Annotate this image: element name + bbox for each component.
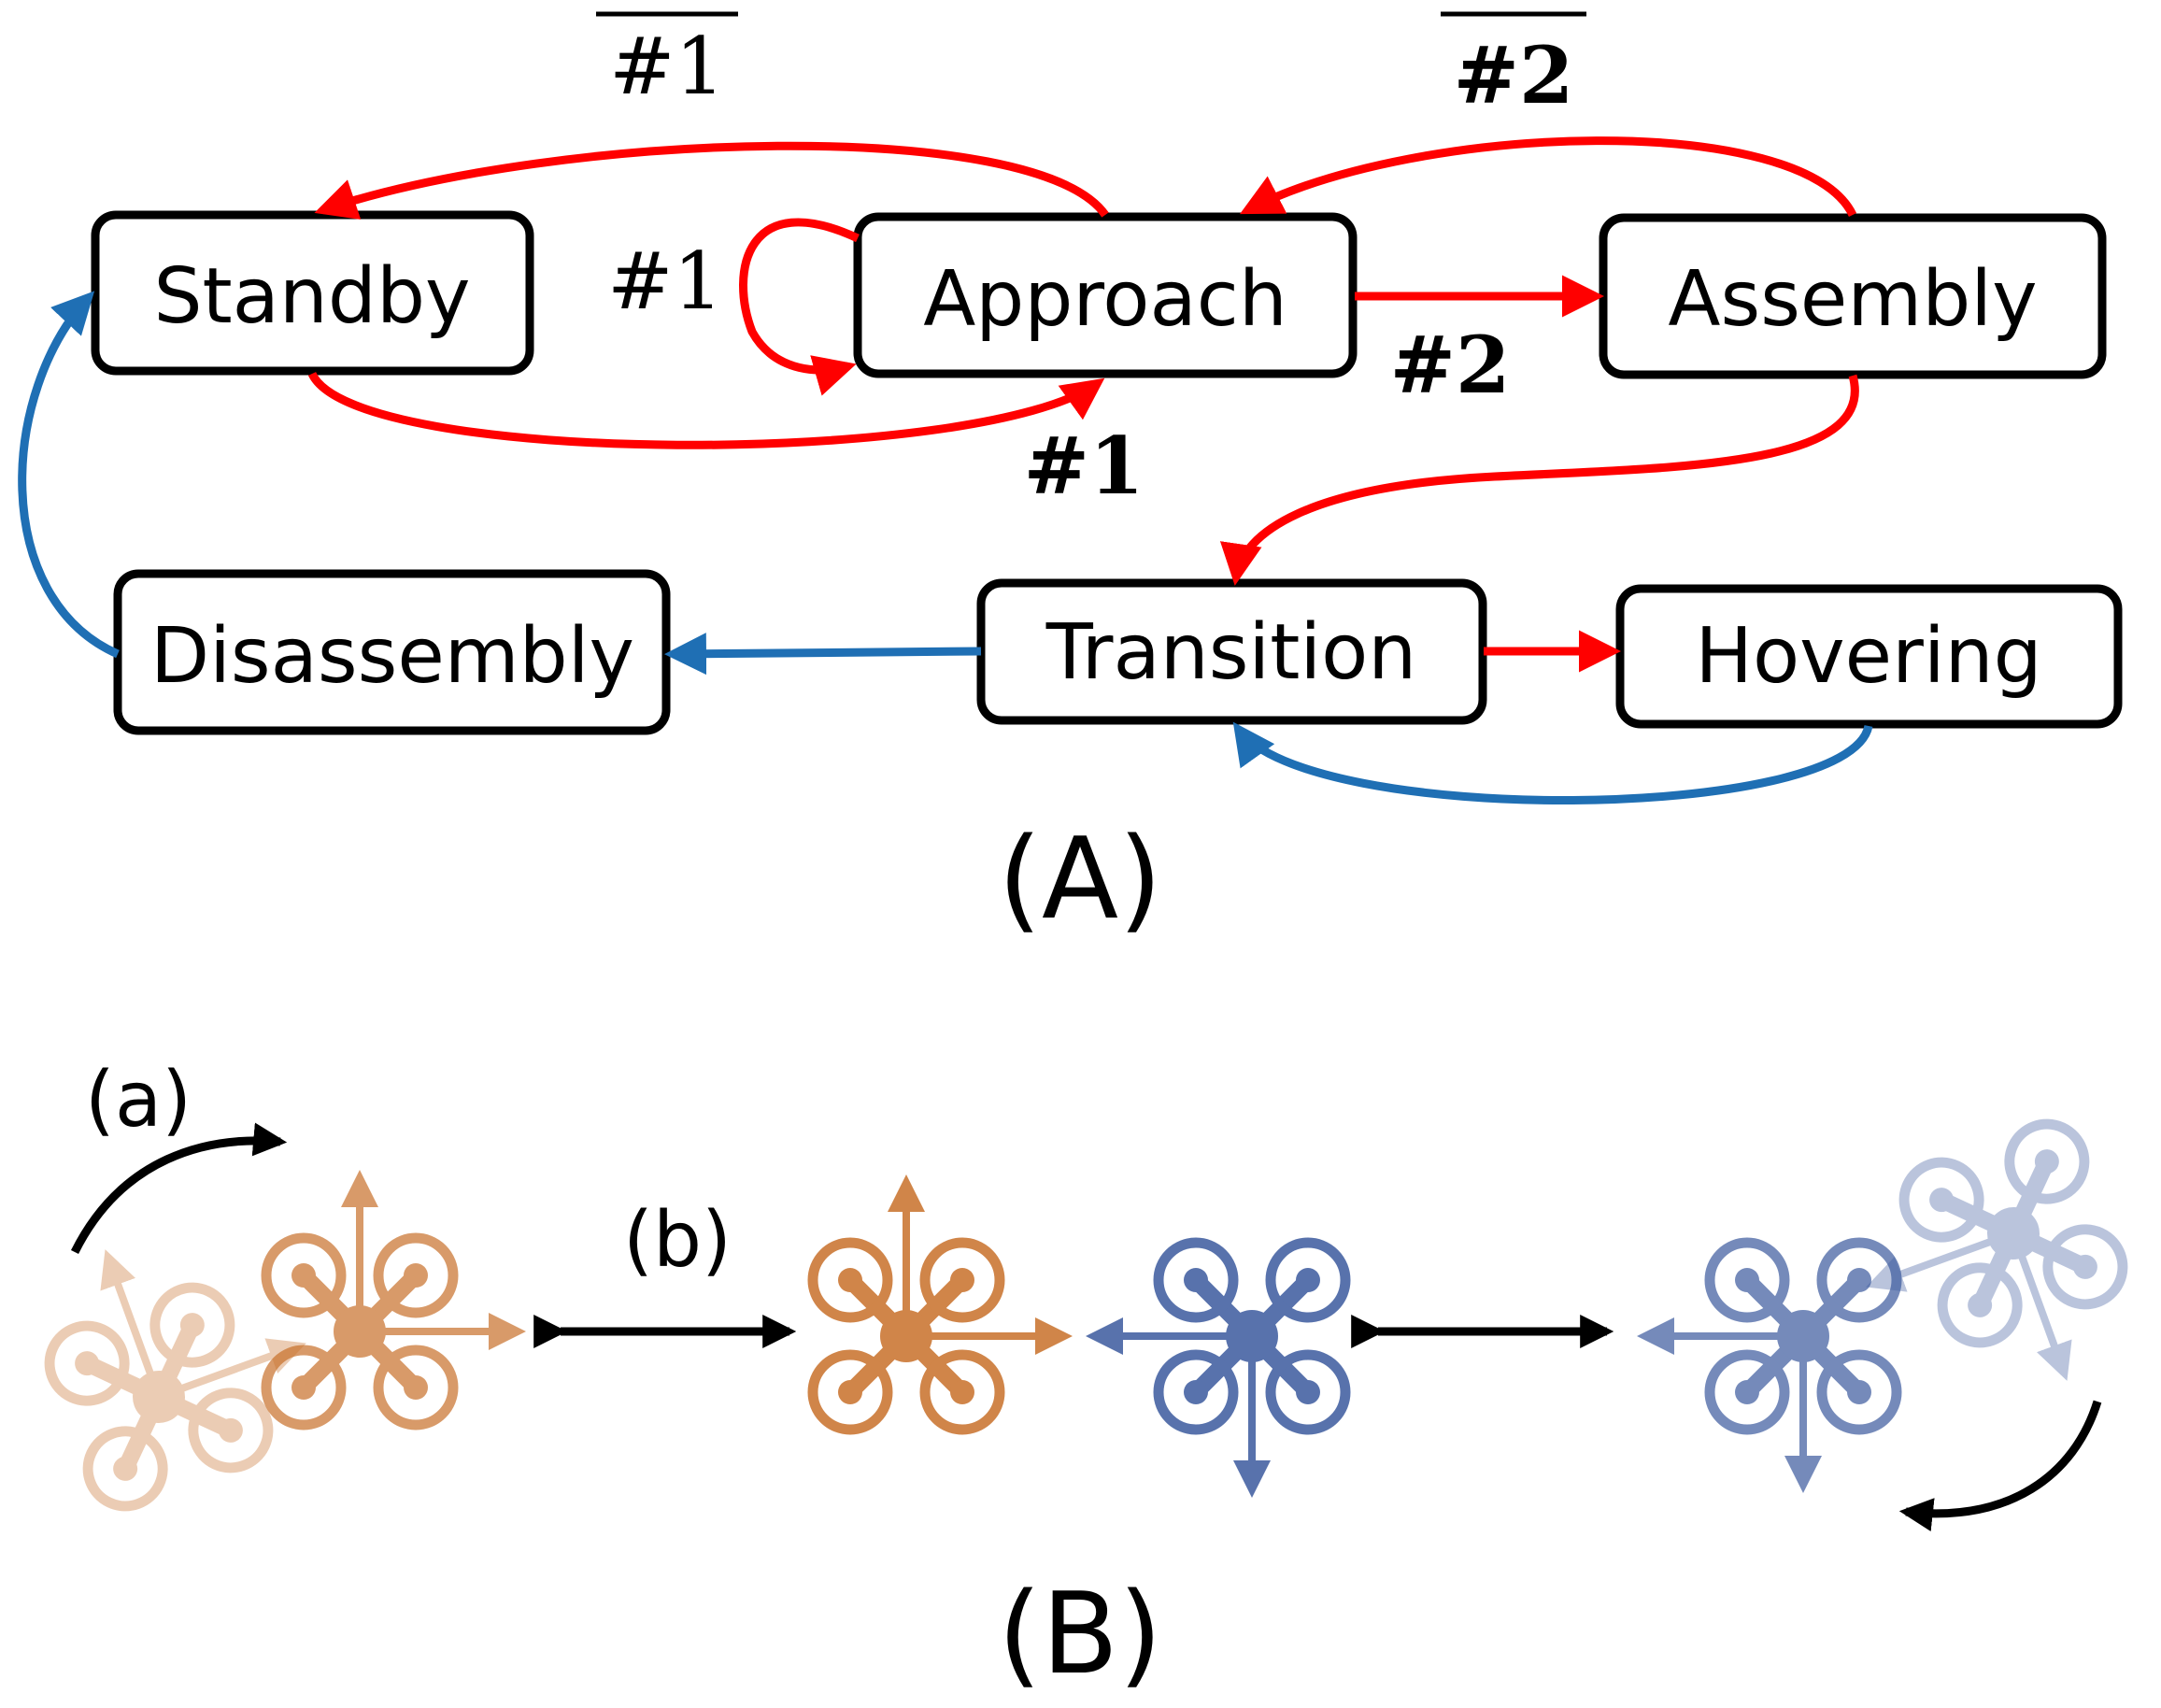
panel-label-a: (A)	[998, 815, 1162, 945]
state-approach: Approach	[853, 212, 1358, 378]
state-assembly-label: Assembly	[1668, 255, 2037, 344]
drone-navy-light	[1637, 1243, 1897, 1493]
state-hovering: Hovering	[1615, 584, 2123, 729]
state-standby-label: Standby	[153, 252, 470, 341]
condition-standby-approach-1: #1	[1024, 420, 1144, 512]
sublabel-b: (b)	[623, 1196, 732, 1285]
state-standby: Standby	[91, 210, 534, 376]
panel-label-b: (B)	[998, 1570, 1162, 1700]
drone-orange	[813, 1174, 1073, 1430]
state-approach-label: Approach	[923, 255, 1287, 344]
state-disassembly-label: Disassembly	[150, 612, 634, 701]
condition-not-2-text: #2	[1454, 29, 1574, 121]
edge-assembly-to-transition	[1219, 374, 1859, 586]
edge-approach-self-loop	[739, 218, 860, 396]
condition-not-1-text: #1	[609, 21, 725, 112]
edge-approach-to-standby	[314, 141, 1109, 220]
edge-hovering-to-transition	[1232, 721, 1873, 805]
edge-disassembly-to-standby	[18, 291, 120, 659]
rotation-arrow-right	[1898, 1400, 2102, 1532]
edge-assembly-to-approach	[1239, 136, 1857, 218]
drone-orange-faded	[20, 1249, 306, 1516]
state-disassembly: Disassembly	[113, 569, 671, 735]
state-hovering-label: Hovering	[1695, 612, 2041, 701]
condition-self-loop-1: #1	[607, 235, 723, 327]
drone-orange-light	[266, 1170, 526, 1425]
edge-standby-to-approach	[307, 371, 1105, 449]
condition-not-1: #1	[596, 11, 738, 112]
state-assembly: Assembly	[1599, 213, 2107, 379]
sublabel-a: (a)	[85, 1056, 192, 1145]
drone-navy	[1086, 1243, 1345, 1498]
state-transition-label: Transition	[1045, 608, 1417, 697]
condition-approach-assembly-2: #2	[1390, 319, 1511, 411]
state-transition: Transition	[976, 578, 1487, 725]
drone-navy-faded	[1866, 1114, 2152, 1381]
edge-transition-to-disassembly	[664, 633, 982, 676]
condition-not-2: #2	[1441, 11, 1586, 121]
rotation-arrow-left	[70, 1122, 288, 1255]
